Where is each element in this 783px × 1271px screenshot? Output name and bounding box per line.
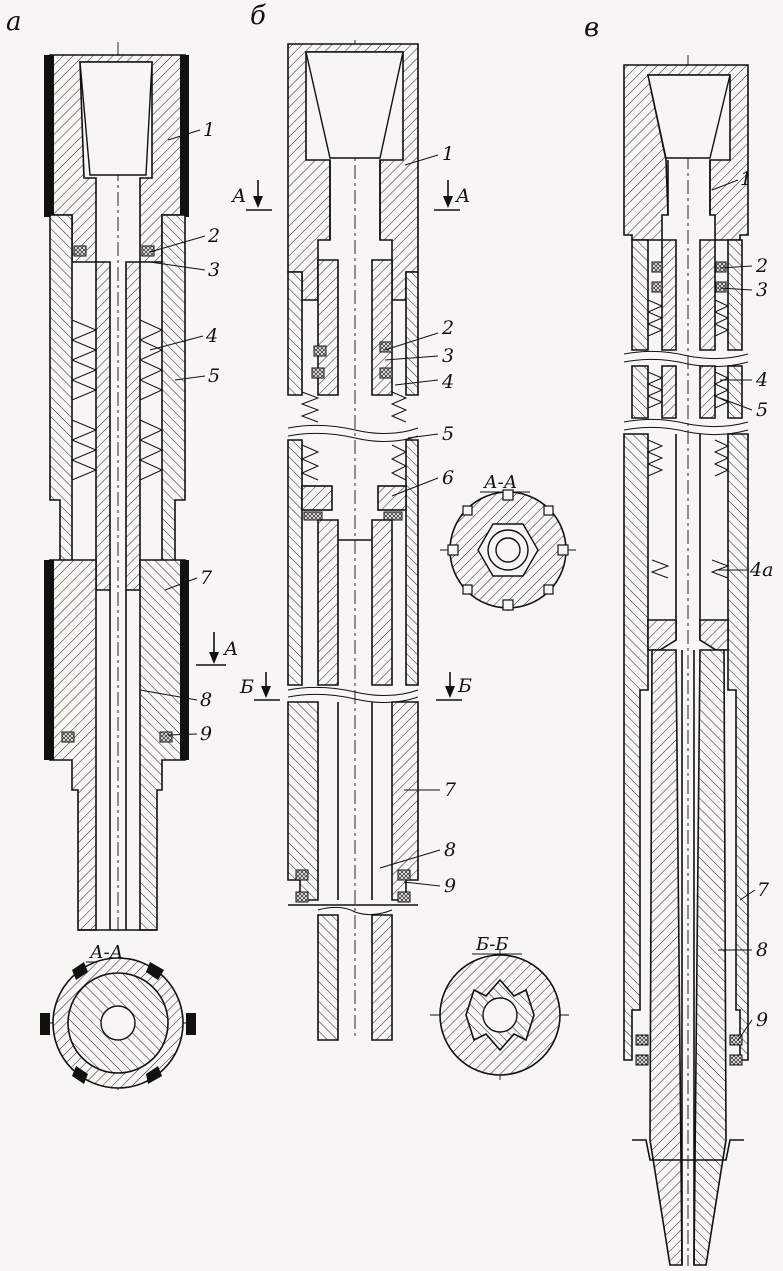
label-a-2: 2 xyxy=(207,225,220,247)
label-b-2: 2 xyxy=(441,317,454,339)
label-c-7: 7 xyxy=(757,879,770,901)
label-c-9: 9 xyxy=(756,1009,768,1031)
panel-label-a: а xyxy=(6,7,22,37)
section-title-aa-panel-b: А-А xyxy=(482,472,517,493)
label-c-3: 3 xyxy=(756,279,768,301)
label-c-5: 5 xyxy=(756,399,768,421)
label-b-1: 1 xyxy=(442,143,454,165)
label-b-7: 7 xyxy=(444,779,457,801)
label-a-7: 7 xyxy=(200,567,213,589)
label-c-8: 8 xyxy=(756,939,768,961)
label-c-1: 1 xyxy=(740,168,752,190)
label-a-4: 4 xyxy=(205,325,218,347)
panel-a-drawing: а xyxy=(6,7,238,1090)
label-b-5: 5 xyxy=(442,423,454,445)
label-a-1: 1 xyxy=(203,119,215,141)
label-a-5: 5 xyxy=(208,365,220,387)
section-mark-b-left: Б xyxy=(239,676,254,698)
panel-c-drawing: в xyxy=(584,13,773,1266)
label-b-9: 9 xyxy=(444,875,456,897)
section-mark-a-right: А xyxy=(454,185,470,207)
panel-label-c: в xyxy=(584,13,599,43)
label-b-3: 3 xyxy=(442,345,454,367)
label-c-4a: 4а xyxy=(749,559,773,581)
label-c-2: 2 xyxy=(755,255,768,277)
label-a-8: 8 xyxy=(200,689,212,711)
label-b-8: 8 xyxy=(444,839,456,861)
label-b-6: 6 xyxy=(442,467,454,489)
section-mark-a-left: А xyxy=(230,185,246,207)
section-title-bb: Б-Б xyxy=(475,934,509,955)
label-c-4: 4 xyxy=(755,369,768,391)
panel-label-b: б xyxy=(250,1,266,31)
label-b-4: 4 xyxy=(441,371,454,393)
label-a-3: 3 xyxy=(208,259,220,281)
label-a-9: 9 xyxy=(200,723,212,745)
panel-b-drawing: б xyxy=(230,1,576,1080)
section-mark-b-right: Б xyxy=(457,675,472,697)
section-mark-a-panel-a: А xyxy=(222,638,238,660)
